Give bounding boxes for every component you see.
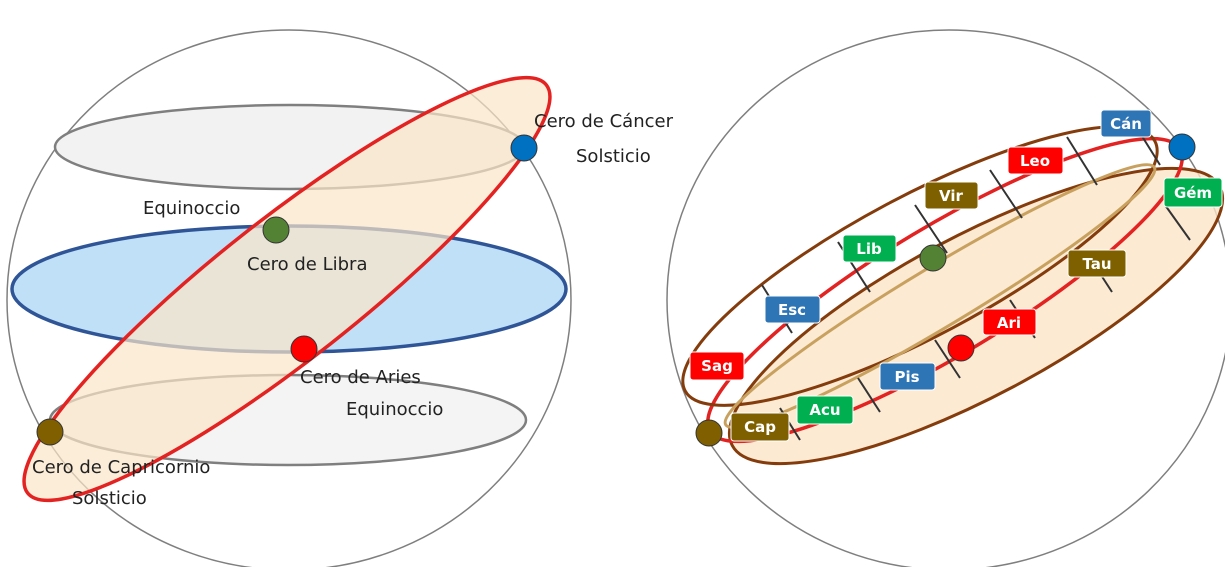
cancer-label-line1: Cero de Cáncer [534, 111, 674, 132]
equinox-label-top: Equinoccio [143, 198, 240, 219]
sign-tag-bg [689, 351, 745, 381]
sign-tag-leo: Leo [1007, 146, 1064, 175]
sign-divider [914, 204, 948, 254]
sign-tag-pis: Pis [879, 362, 936, 391]
cancer-zero-point [1168, 133, 1196, 161]
cancer-label-line2: Solsticio [576, 146, 651, 167]
capricorn-label-line2: Solsticio [72, 488, 147, 509]
sign-tag-bg [1100, 109, 1152, 138]
sign-tag-can: Cán [1100, 109, 1152, 138]
sign-tag-bg [730, 412, 790, 442]
sign-tag-label: Gém [1174, 184, 1212, 202]
sign-divider [1164, 204, 1191, 241]
sign-divider [857, 377, 881, 413]
sign-tag-label: Pis [894, 368, 919, 386]
left-sphere-outline [6, 29, 572, 567]
sign-tag-label: Sag [701, 357, 733, 375]
sign-tag-bg [764, 295, 821, 324]
sign-tag-label: Tau [1082, 255, 1111, 273]
sign-tag-bg [982, 308, 1037, 336]
sign-tag-label: Leo [1020, 152, 1050, 170]
sign-divider [1066, 136, 1098, 186]
capricorn-zero-point [695, 419, 723, 447]
sign-tag-bg [879, 362, 936, 391]
aries-label-line1: Cero de Aries [300, 367, 421, 388]
sign-tag-acu: Acu [796, 395, 854, 425]
sign-tag-tau: Tau [1067, 249, 1127, 278]
sign-tag-ari: Ari [982, 308, 1037, 336]
cancer-zero-point [510, 134, 538, 162]
sign-divider [989, 169, 1023, 219]
sign-tag-esc: Esc [764, 295, 821, 324]
sign-tag-lib: Lib [842, 234, 897, 263]
aries-zero-point [947, 334, 975, 362]
capricorn-label-line1: Cero de Capricornio [32, 457, 210, 478]
libra-zero-point [919, 244, 947, 272]
ecliptic-inner-ring [723, 163, 1157, 429]
sign-tag-bg [842, 234, 897, 263]
libra-zero-point [262, 216, 290, 244]
sign-tag-bg [796, 395, 854, 425]
sign-tag-label: Acu [809, 401, 840, 419]
capricorn-zero-point [36, 418, 64, 446]
sign-tag-label: Lib [856, 240, 882, 258]
sign-tag-bg [1067, 249, 1127, 278]
aries-label-line2: Equinoccio [346, 399, 443, 420]
sign-tag-label: Cap [744, 418, 776, 436]
sign-tag-cap: Cap [730, 412, 790, 442]
sign-tag-bg [1007, 146, 1064, 175]
right-sphere-outline [666, 29, 1225, 567]
sign-tag-bg [924, 181, 979, 210]
sign-tag-label: Cán [1110, 115, 1142, 133]
sign-tag-bg [1163, 177, 1223, 208]
sign-tag-gem: Gém [1163, 177, 1223, 208]
zodiac-band-upper-ring [681, 125, 1159, 407]
aries-zero-point [290, 335, 318, 363]
sign-tag-sag: Sag [689, 351, 745, 381]
sign-tag-vir: Vir [924, 181, 979, 210]
sign-tag-label: Vir [939, 187, 963, 205]
sign-tag-label: Ari [997, 314, 1021, 332]
sign-tag-label: Esc [778, 301, 806, 319]
right-zodiac-diagram: Cán Gém Leo Vir Lib Esc Sag Cap [666, 29, 1225, 567]
sign-divider [934, 339, 961, 379]
left-celestial-sphere-diagram: Cero de Cáncer Solsticio Equinoccio Cero… [6, 29, 674, 567]
libra-label: Cero de Libra [247, 254, 368, 275]
ecliptic-plane [22, 75, 552, 503]
